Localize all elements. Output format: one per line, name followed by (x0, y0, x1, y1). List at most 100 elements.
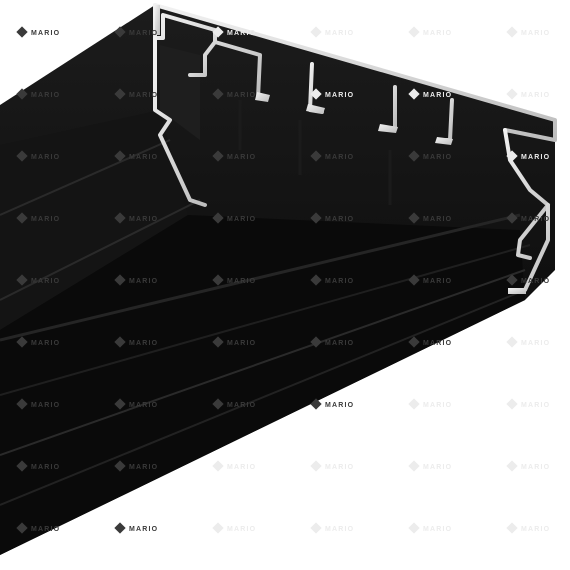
watermark-text: MARIO (325, 216, 354, 223)
watermark: MARIO (408, 398, 452, 410)
groove-line (0, 289, 526, 506)
watermark-text: MARIO (227, 526, 256, 533)
mario-logo-icon (310, 274, 322, 286)
watermark-text: MARIO (521, 154, 550, 161)
watermark: MARIO (408, 336, 452, 348)
watermark: MARIO (212, 212, 256, 224)
watermark-text: MARIO (129, 402, 158, 409)
watermark: MARIO (408, 212, 452, 224)
watermark: MARIO (310, 460, 354, 472)
watermark-text: MARIO (521, 92, 550, 99)
watermark-text: MARIO (31, 278, 60, 285)
mario-logo-icon (310, 26, 322, 38)
mario-logo-icon (506, 274, 518, 286)
watermark-text: MARIO (31, 464, 60, 471)
mario-logo-icon (408, 150, 420, 162)
mario-logo-icon (506, 336, 518, 348)
watermark: MARIO (310, 150, 354, 162)
watermark: MARIO (310, 522, 354, 534)
groove-line (0, 139, 171, 216)
watermark-text: MARIO (31, 92, 60, 99)
mario-logo-icon (212, 336, 224, 348)
watermark-text: MARIO (31, 30, 60, 37)
mario-logo-icon (506, 398, 518, 410)
watermark-text: MARIO (227, 216, 256, 223)
face-band (0, 215, 525, 555)
watermark-text: MARIO (227, 278, 256, 285)
watermark: MARIO (408, 460, 452, 472)
watermark-text: MARIO (227, 154, 256, 161)
mario-logo-icon (310, 460, 322, 472)
watermark-text: MARIO (129, 526, 158, 533)
watermark-text: MARIO (423, 92, 452, 99)
mario-logo-icon (212, 460, 224, 472)
watermark-text: MARIO (423, 464, 452, 471)
watermark-text: MARIO (325, 402, 354, 409)
watermark: MARIO (506, 460, 550, 472)
watermark: MARIO (310, 336, 354, 348)
mario-logo-icon (212, 398, 224, 410)
watermark-text: MARIO (325, 92, 354, 99)
watermark: MARIO (506, 398, 550, 410)
watermark-text: MARIO (521, 464, 550, 471)
watermark-text: MARIO (227, 464, 256, 471)
watermark-text: MARIO (521, 402, 550, 409)
watermark-text: MARIO (31, 154, 60, 161)
watermark-text: MARIO (325, 154, 354, 161)
mario-logo-icon (212, 150, 224, 162)
watermark-text: MARIO (521, 30, 550, 37)
mario-logo-icon (310, 336, 322, 348)
watermark: MARIO (310, 398, 354, 410)
watermark: MARIO (212, 274, 256, 286)
watermark-text: MARIO (31, 526, 60, 533)
watermark: MARIO (310, 26, 354, 38)
watermark-text: MARIO (521, 216, 550, 223)
watermark-text: MARIO (423, 216, 452, 223)
watermark: MARIO (212, 150, 256, 162)
watermark-text: MARIO (129, 464, 158, 471)
mario-logo-icon (506, 460, 518, 472)
mario-logo-icon (16, 26, 28, 38)
mario-logo-icon (506, 150, 518, 162)
watermark: MARIO (506, 150, 550, 162)
watermark: MARIO (506, 274, 550, 286)
watermark-text: MARIO (325, 30, 354, 37)
watermark: MARIO (408, 274, 452, 286)
mario-logo-icon (212, 274, 224, 286)
watermark: MARIO (16, 26, 60, 38)
groove-line (0, 269, 526, 456)
mario-logo-icon (310, 522, 322, 534)
groove-line (0, 199, 201, 301)
watermark-text: MARIO (325, 526, 354, 533)
watermark: MARIO (212, 460, 256, 472)
mario-logo-icon (212, 522, 224, 534)
watermark: MARIO (506, 336, 549, 348)
mario-logo-icon (310, 150, 322, 162)
mario-logo-icon (506, 212, 518, 224)
watermark-text: MARIO (325, 464, 354, 471)
watermark-text: MARIO (423, 278, 452, 285)
watermark: MARIO (212, 336, 255, 348)
watermark-text: MARIO (423, 154, 452, 161)
watermark-text: MARIO (129, 154, 158, 161)
mario-logo-icon (408, 274, 420, 286)
mario-logo-icon (408, 212, 420, 224)
watermark-text: MARIO (521, 526, 550, 533)
watermark-text: MARIO (423, 526, 452, 533)
watermark-text: MARIO (423, 30, 452, 37)
watermark: MARIO (310, 274, 353, 286)
mario-logo-icon (212, 212, 224, 224)
watermark-text: MARIO (423, 402, 452, 409)
watermark: MARIO (408, 522, 452, 534)
watermark-text: MARIO (325, 340, 354, 347)
watermark: MARIO (506, 26, 550, 38)
watermark: MARIO (506, 212, 550, 224)
watermark: MARIO (408, 26, 452, 38)
watermark-text: MARIO (521, 278, 550, 285)
mario-logo-icon (506, 88, 518, 100)
watermark-text: MARIO (423, 340, 452, 347)
watermark: MARIO (212, 398, 255, 410)
watermark-text: MARIO (31, 402, 60, 409)
mario-logo-icon (408, 26, 420, 38)
